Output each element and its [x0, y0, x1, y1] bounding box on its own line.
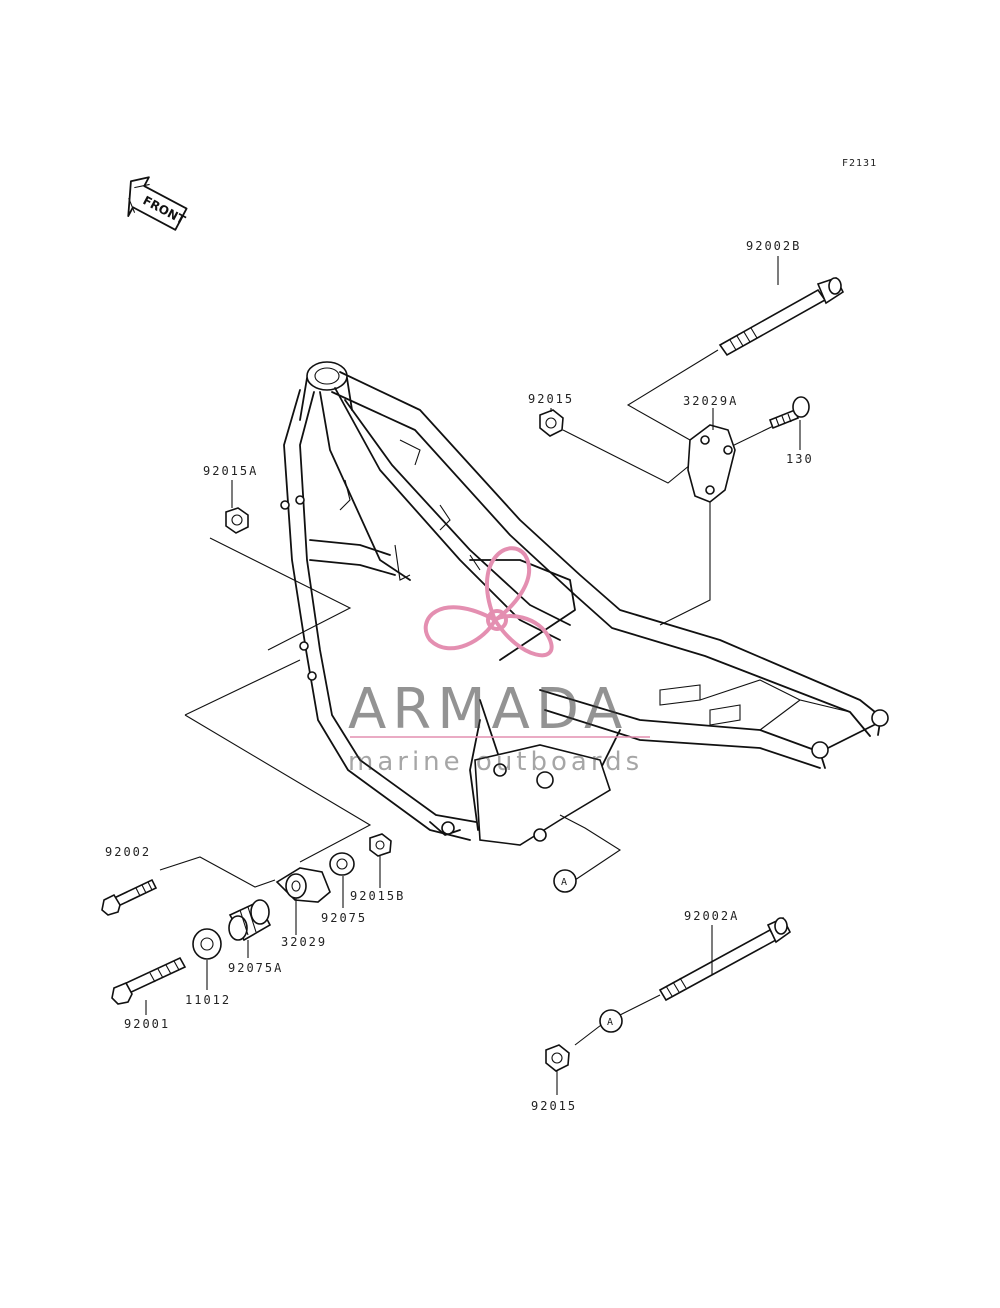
armada-watermark: ARMADA marine outboards: [348, 546, 650, 777]
callout-a-1: A: [553, 869, 577, 893]
label-92015b: 92015B: [350, 889, 405, 903]
bolt-92002b: [718, 277, 845, 357]
leader-lines: [159, 349, 791, 1046]
label-leaders: [145, 256, 801, 1095]
bracket-32029a: [687, 424, 736, 503]
label-92001: 92001: [124, 1017, 170, 1031]
motorcycle-frame: [280, 361, 889, 846]
rubber-92075a: [228, 899, 272, 942]
front-arrow-label: FRONT: [141, 193, 189, 227]
label-92075a: 92075A: [228, 961, 283, 975]
watermark-brand: ARMADA: [348, 677, 628, 742]
washer-11012: [192, 928, 222, 960]
label-130: 130: [786, 452, 814, 466]
front-arrow-icon: FRONT: [127, 176, 189, 231]
bolt-130: [768, 396, 810, 430]
part-labels: 92002B 92015 32029A 130 92015A 92002 320…: [105, 239, 814, 1113]
propeller-logo-icon: [423, 546, 554, 658]
label-11012: 11012: [185, 993, 231, 1007]
nut-92015a: [225, 507, 249, 534]
callout-a-2: A: [599, 1009, 623, 1033]
figure-code: F2131: [842, 158, 877, 169]
nut-92015-bottom: [545, 1044, 570, 1072]
label-32029: 32029: [281, 935, 327, 949]
bolt-92002: [101, 878, 158, 916]
bolt-92002a: [658, 916, 792, 1002]
label-92002b: 92002B: [746, 239, 801, 253]
label-92015-top: 92015: [528, 392, 574, 406]
label-92002a: 92002A: [684, 909, 739, 923]
label-92015-bottom: 92015: [531, 1099, 577, 1113]
bushing-92075: [329, 852, 355, 876]
label-92015a: 92015A: [203, 464, 258, 478]
label-92075: 92075: [321, 911, 367, 925]
bolt-92001: [111, 956, 187, 1005]
svg-text:A: A: [561, 877, 568, 888]
watermark-tagline: marine outboards: [348, 747, 643, 777]
label-92002: 92002: [105, 845, 151, 859]
collar-32029: [275, 867, 331, 903]
nut-92015-top: [539, 409, 564, 437]
label-32029a: 32029A: [683, 394, 738, 408]
nut-92015b: [369, 833, 392, 857]
svg-text:A: A: [607, 1017, 614, 1028]
